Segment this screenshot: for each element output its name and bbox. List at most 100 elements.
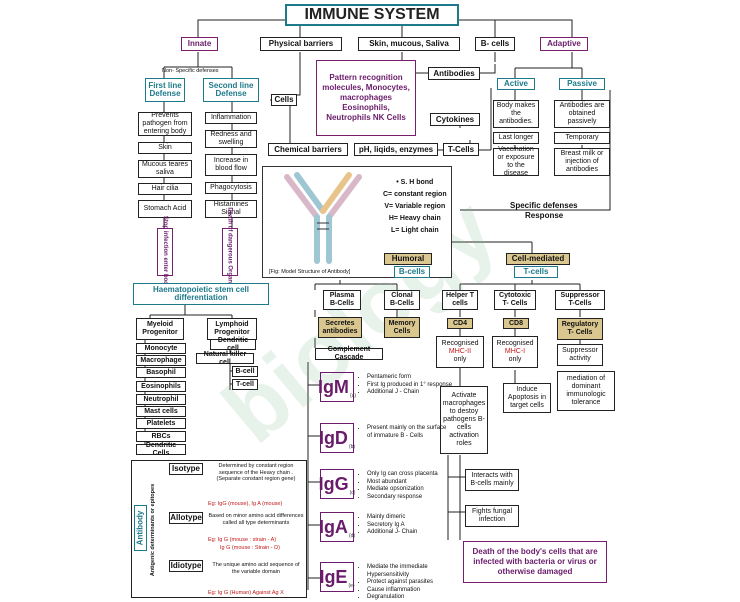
legend-item: • S. H bond xyxy=(396,179,434,186)
ig-class-igd: IgD(b) xyxy=(319,423,356,453)
first-line-defense: First line Defense xyxy=(145,78,185,102)
idiotype-example: Eg: Ig G (Human) Against Ag X xyxy=(208,590,284,596)
fights-fungal: Fights fungal infection xyxy=(465,505,519,527)
specific-defenses-label: Specific defenses xyxy=(510,201,578,210)
death-infected-cells: Death of the body's cells that are infec… xyxy=(463,541,607,583)
plasma-bcells: Plasma B-Cells xyxy=(323,290,361,310)
legend-item: H= Heavy chain xyxy=(383,213,447,225)
ig-points: Mediate the immediate HypersensitivityPr… xyxy=(358,564,453,602)
complement-cascade: Complement Cascade xyxy=(315,346,383,361)
second-item-3: Phagocytosis xyxy=(205,182,257,194)
ig-point: Additional J - Chain xyxy=(367,389,453,397)
lymphoid-item: T-cell xyxy=(232,379,258,390)
allotype-node: Allotype xyxy=(169,512,203,524)
ig-point: Most abundant xyxy=(367,479,453,487)
legend-item: C= constant region xyxy=(383,189,447,201)
myeloid-item: RBCs xyxy=(136,431,186,442)
ig-class-iga: IgA(d) xyxy=(319,512,356,542)
ig-point: Degranulation xyxy=(367,594,453,602)
regulatory-tcells: Regulatory T- Cells xyxy=(557,318,603,340)
ig-point: First Ig produced in 1° response xyxy=(367,382,453,390)
ig-class-ige: IgE(e) xyxy=(319,562,355,592)
ig-sub: (d) xyxy=(348,533,356,539)
lymphoid-item: Dendritic cell xyxy=(210,337,256,352)
passive-item-0: Antibodies are obtained passively xyxy=(554,100,610,128)
ig-point: Secretory Ig A xyxy=(367,522,453,530)
lymphoid-progenitor: Lymphoid Progenitor xyxy=(207,318,257,340)
rec1-label: Recognised xyxy=(496,340,534,347)
cells-node: Cells xyxy=(271,94,297,106)
myeloid-item: Dendritic Cells xyxy=(136,442,186,457)
epitope-side-holder: Antigenic determinants or epitopes xyxy=(149,464,157,596)
lymphoid-item: Natural killer cell xyxy=(196,351,254,366)
nonspecific-label: Non- Specific defenses xyxy=(162,68,219,74)
physical-barriers-node: Physical barriers xyxy=(260,37,342,51)
tcells-node: T-Cells xyxy=(443,143,479,156)
idiotype-desc: The unique amino acid sequence of the va… xyxy=(212,562,300,575)
isotype-desc: Determined by constant region sequence o… xyxy=(216,463,296,482)
cell-mediated-node: Cell-mediated xyxy=(506,253,570,265)
myeloid-item: Eosinophils xyxy=(136,381,186,392)
mhc1-label: MHC-I xyxy=(504,348,526,355)
skin-mucous-saliva-node: Skin, mucous, Saliva xyxy=(358,37,460,51)
antibody-drawing xyxy=(284,172,362,264)
only2-label: only xyxy=(453,356,467,363)
passive-node: Passive xyxy=(559,78,605,90)
cytokines-node: Cytokines xyxy=(430,113,480,126)
legend-item-text: H= Heavy chain xyxy=(388,215,441,222)
ig-sub: (b) xyxy=(348,444,356,450)
legend-item-text: S. H bond xyxy=(400,179,434,186)
ig-point: Additional J- Chain xyxy=(367,529,453,537)
helper-tcells: Helper T cells xyxy=(442,290,478,310)
suppressor-activity: Suppressor activity xyxy=(557,344,603,366)
memory-cells: Memory Cells xyxy=(384,317,420,338)
myeloid-item: Monocyte xyxy=(136,343,186,354)
figure-caption: [Fig: Model Structure of Antibody] xyxy=(269,269,351,275)
cellmed-tcells-node: T-cells xyxy=(514,266,558,278)
haematopoietic-node: Haematopoietic stem cell differentiation xyxy=(133,283,269,305)
mediation-tolerance: mediation of dominant immunologic tolera… xyxy=(557,371,615,411)
cd4-box: CD4 xyxy=(447,318,473,329)
ph-enzymes-node: pH, liqids, enzymes xyxy=(354,143,438,156)
idiotype-node: Idiotype xyxy=(169,560,203,572)
second-item-2: Increase in blood flow xyxy=(205,154,257,176)
epitope-side-label: Antigenic determinants or epitopes xyxy=(150,483,157,577)
ig-points: Pentameric formFirst Ig produced in 1° r… xyxy=(358,374,453,397)
legend-item-text: C= constant region xyxy=(383,191,447,198)
recognised-mhc2: Recognised MHC-II only xyxy=(436,336,484,368)
lymphoid-item: B-cell xyxy=(232,366,258,377)
activate-macrophages: Activate macrophages to destoy pathogens… xyxy=(440,386,488,454)
myeloid-progenitor: Myeloid Progenitor xyxy=(136,318,184,340)
myeloid-item: Basophil xyxy=(136,367,186,378)
induce-apoptosis: Induce Apoptosis in target cells xyxy=(503,383,551,413)
antibodies-node: Antibodies xyxy=(428,67,480,80)
interacts-bcells: Interacts with B-cells mainly xyxy=(465,469,519,491)
stop-infection-label: Stop infection enter body xyxy=(162,215,168,289)
suppressor-tcells: Suppressor T-Cells xyxy=(555,290,605,310)
passive-item-1: Temporary xyxy=(554,132,610,144)
page-title: IMMUNE SYSTEM xyxy=(285,4,459,26)
ig-class-igg: IgG(c) xyxy=(319,469,355,499)
active-node: Active xyxy=(497,78,535,90)
antibody-legend: • S. H bond C= constant region V= Variab… xyxy=(383,177,447,237)
ig-point: Pentameric form xyxy=(367,374,453,382)
ig-point: Protect against parasites xyxy=(367,579,453,587)
second-item-1: Redness and swelling xyxy=(205,130,257,148)
legend-item-text: V= Variable region xyxy=(384,203,446,210)
chemical-barriers-node: Chemical barriers xyxy=(268,143,348,156)
ig-points: Mainly dimericSecretory Ig AAdditional J… xyxy=(358,514,453,537)
first-item-3: Hair cilia xyxy=(138,183,192,195)
death-organisms-box: Death of dangerous Organisms xyxy=(222,207,238,297)
ig-name: IgE xyxy=(319,566,348,587)
antibody-tag: Antibody xyxy=(134,505,147,551)
ig-point: Mediate the immediate Hypersensitivity xyxy=(367,564,453,579)
allotype-example-2: Ig G (mouse : Strain - D) xyxy=(220,545,280,551)
clonal-bcells: Clonal B-Cells xyxy=(384,290,420,310)
bcells-node: B- cells xyxy=(475,37,515,51)
myeloid-item: Neutrophil xyxy=(136,394,186,405)
humoral-bcells-node: B-cells xyxy=(394,266,430,278)
first-item-1: Skin xyxy=(138,142,192,154)
humoral-node: Humoral xyxy=(384,253,432,265)
antibody-tag-label: Antibody xyxy=(135,510,145,546)
